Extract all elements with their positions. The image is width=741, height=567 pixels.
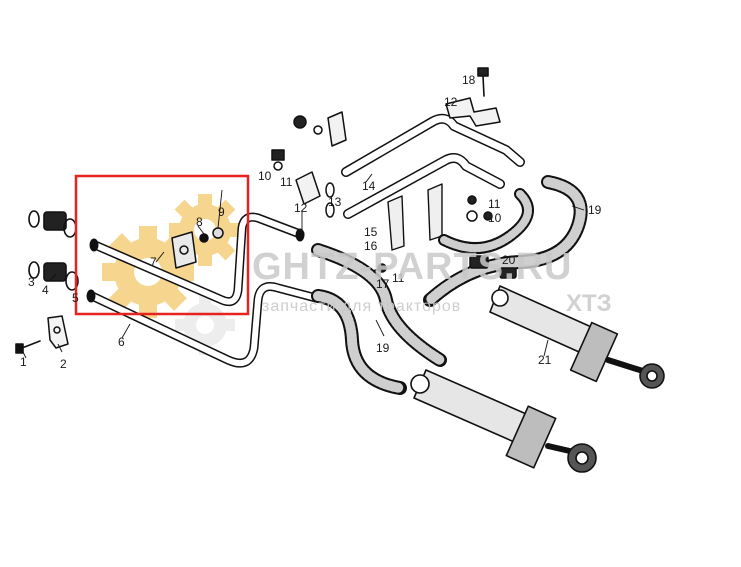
fitting-upper-left	[28, 210, 77, 238]
bolt-part-18	[477, 67, 489, 97]
steel-pipe-part-14-lower	[343, 153, 505, 219]
label-6: 6	[118, 335, 125, 349]
steel-pipe-part-7	[89, 212, 305, 307]
hose-part-19-mid	[438, 188, 534, 255]
label-19-right: 19	[588, 203, 602, 217]
clamp-part-15-16	[387, 183, 443, 251]
label-19-lower: 19	[376, 341, 390, 355]
leader-lines	[21, 173, 585, 359]
label-16: 16	[364, 239, 378, 253]
label-10-top: 10	[258, 169, 272, 183]
label-9: 9	[218, 205, 225, 219]
label-8: 8	[196, 215, 203, 229]
nut-top	[293, 111, 347, 147]
label-2: 2	[60, 357, 67, 371]
watermark-brand: ХТЗ	[566, 290, 612, 317]
steel-pipe-part-14-upper	[341, 113, 525, 177]
label-5: 5	[72, 291, 79, 305]
hydraulic-cylinder-part-21-lower	[410, 369, 597, 473]
clamp-plate-part-2	[47, 315, 69, 349]
label-11-right: 11	[488, 197, 501, 211]
label-10-right: 10	[488, 211, 502, 225]
fitting-lower-left	[28, 261, 79, 291]
bracket-part-12-top	[445, 97, 501, 127]
label-11-top: 11	[280, 175, 293, 189]
fitting-part-10	[271, 149, 285, 171]
hose-part-19-lower	[311, 289, 407, 395]
fitting-part-13	[325, 182, 335, 218]
hose-part-19-right	[423, 175, 588, 307]
fitting-part-20	[469, 255, 517, 279]
nut-part-8	[199, 233, 209, 243]
highlight-frame	[74, 174, 250, 316]
callout-labels: 1 2 3 4 5 6 7 8 9 10 11 12 13 14 15 16 1…	[20, 73, 602, 371]
label-13: 13	[328, 195, 342, 209]
label-18: 18	[462, 73, 476, 87]
pipe-bracket	[171, 231, 197, 269]
nut-part-9	[212, 227, 224, 239]
label-15: 15	[364, 225, 378, 239]
label-12-top: 12	[444, 95, 458, 109]
label-4: 4	[42, 283, 49, 297]
label-20: 20	[502, 253, 516, 267]
label-12-left: 12	[294, 201, 308, 215]
watermark-site: GHTZ-PARTS.RU	[252, 246, 573, 288]
label-21: 21	[538, 353, 552, 367]
bolt-part-1	[15, 340, 41, 354]
label-11-mid: 11	[392, 271, 405, 285]
label-3: 3	[28, 275, 35, 289]
hose-part-19-left	[311, 243, 447, 367]
label-7: 7	[150, 255, 157, 269]
steel-pipe-part-6	[86, 282, 321, 368]
label-14: 14	[362, 179, 376, 193]
hydraulic-cylinder-part-21-upper	[489, 285, 665, 389]
watermark-tagline: запчасти для тракторов	[262, 298, 462, 315]
bracket-part-12-upper	[295, 171, 321, 205]
nut-part-11-right	[466, 195, 493, 222]
label-1: 1	[20, 355, 27, 369]
label-17: 17	[376, 277, 390, 291]
